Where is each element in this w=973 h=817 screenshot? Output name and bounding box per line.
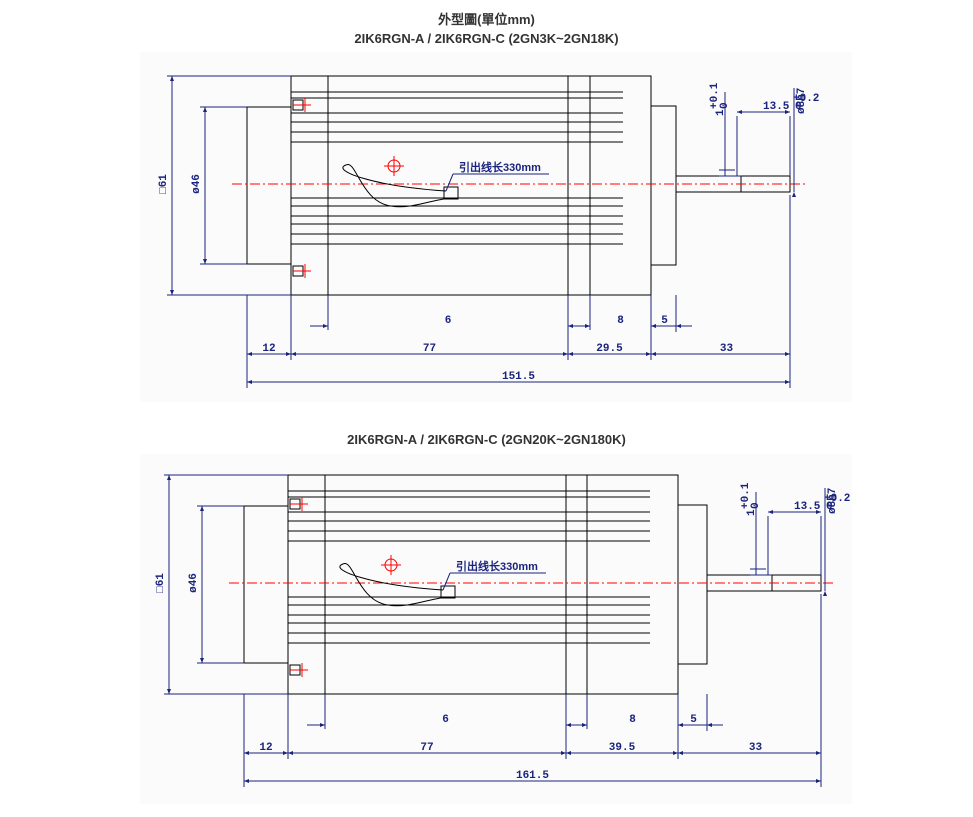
lead-wire-grommet xyxy=(440,585,456,599)
dim-6-label: 6 xyxy=(442,714,449,726)
dimension-arrow xyxy=(203,259,207,264)
dim-gearhead-arrow-left xyxy=(566,751,571,755)
dim-total-arrow-left xyxy=(247,380,252,384)
key-height-lower-tol: 0 xyxy=(750,502,762,509)
dimension-arrow xyxy=(676,324,681,328)
dim-12-arrow-left xyxy=(244,751,249,755)
motor-body xyxy=(290,75,569,296)
dimension-arrow xyxy=(585,324,590,328)
dim-6-label: 6 xyxy=(445,315,452,327)
dim-33-label: 33 xyxy=(749,742,763,754)
dim-8-label: 8 xyxy=(617,315,624,327)
dim-8-label: 8 xyxy=(629,714,636,726)
key-height-upper-tol: +0.1 xyxy=(709,82,721,109)
key-length-upper-tol: +0.2 xyxy=(793,93,819,105)
diameter-label: ø46 xyxy=(191,174,203,194)
dimension-arrow xyxy=(566,723,571,727)
dimension-arrow xyxy=(816,510,821,514)
dim-77-arrow-right xyxy=(563,352,568,356)
square-size-label: □61 xyxy=(155,573,167,593)
dimension-arrow xyxy=(170,290,174,295)
lead-wire xyxy=(339,563,451,607)
dim-5-label: 5 xyxy=(661,315,668,327)
drawing1-subtitle: 2IK6RGN-A / 2IK6RGN-C (2GN3K~2GN18K) xyxy=(354,31,619,46)
dimension-arrow xyxy=(323,324,328,328)
dimension-arrow xyxy=(823,591,827,596)
gear-head xyxy=(565,474,679,695)
lead-leader-line xyxy=(445,173,454,192)
lead-leader-line xyxy=(442,572,451,591)
diameter-label: ø46 xyxy=(188,573,200,593)
rear-cap xyxy=(246,106,292,265)
dim-33-arrow-left xyxy=(678,751,683,755)
dim-gearhead-label: 29.5 xyxy=(596,343,623,355)
dim-gearhead-arrow-left xyxy=(568,352,573,356)
dim-12-arrow-right xyxy=(283,751,288,755)
dim-total-arrow-right xyxy=(816,779,821,783)
dim-77-arrow-left xyxy=(291,352,296,356)
drawing1-background xyxy=(140,52,852,402)
dimension-arrow xyxy=(707,723,712,727)
motor-body xyxy=(287,474,567,695)
dim-total-arrow-left xyxy=(244,779,249,783)
key-length-label: 13.5 xyxy=(794,501,821,513)
page-title: 外型圖(單位mm) xyxy=(438,12,535,27)
dim-33-label: 33 xyxy=(720,343,734,355)
key-height-label: 1 xyxy=(746,509,758,516)
dim-5-label: 5 xyxy=(690,714,697,726)
key-length-upper-tol: +0.2 xyxy=(824,493,850,505)
dim-total-arrow-right xyxy=(785,380,790,384)
dimension-arrow xyxy=(568,324,573,328)
shaft-diameter-label: ø8h7 xyxy=(796,88,808,114)
shaft-diameter-label: ø8h7 xyxy=(827,488,839,514)
dim-77-arrow-right xyxy=(561,751,566,755)
dim-gearhead-label: 39.5 xyxy=(609,742,636,754)
lead-length-note: 引出线长330mm xyxy=(456,559,538,573)
lead-length-note: 引出线长330mm xyxy=(459,160,541,174)
dim-12-label: 12 xyxy=(259,742,272,754)
key-height-lower-tol: 0 xyxy=(719,102,731,109)
dimension-arrow xyxy=(167,689,171,694)
dimension-arrow xyxy=(768,510,773,514)
square-size-label: □61 xyxy=(158,174,170,194)
key-length-lower-tol: 0 xyxy=(826,501,833,513)
lead-wire-grommet xyxy=(443,186,459,200)
key-height-upper-tol: +0.1 xyxy=(740,482,752,509)
dim-12-arrow-left xyxy=(247,352,252,356)
key-length-lower-tol: 0 xyxy=(795,101,802,113)
dimension-arrow xyxy=(785,110,790,114)
dim-77-arrow-left xyxy=(288,751,293,755)
rear-cap xyxy=(243,505,289,664)
dim-77-label: 77 xyxy=(423,343,436,355)
mounting-flange xyxy=(650,105,677,266)
dimension-arrow xyxy=(203,107,207,112)
dim-33-arrow-right xyxy=(816,751,821,755)
dim-33-arrow-right xyxy=(785,352,790,356)
dim-12-label: 12 xyxy=(262,343,275,355)
dim-12-arrow-right xyxy=(286,352,291,356)
key-height-label: 1 xyxy=(715,109,727,116)
dimension-arrow xyxy=(737,110,742,114)
dim-total-label: 161.5 xyxy=(516,770,549,782)
dimension-arrow xyxy=(320,723,325,727)
dimension-arrow xyxy=(582,723,587,727)
dim-gearhead-arrow-right xyxy=(646,352,651,356)
dimension-arrow xyxy=(792,192,796,197)
dimension-arrow xyxy=(167,475,171,480)
dimension-arrow xyxy=(170,76,174,81)
dimension-arrow xyxy=(200,658,204,663)
lead-wire xyxy=(342,164,454,208)
drawing2-subtitle: 2IK6RGN-A / 2IK6RGN-C (2GN20K~2GN180K) xyxy=(347,432,626,447)
dimension-arrow xyxy=(200,506,204,511)
key-length-label: 13.5 xyxy=(763,101,790,113)
dim-gearhead-arrow-right xyxy=(673,751,678,755)
dim-77-label: 77 xyxy=(420,742,433,754)
mounting-flange xyxy=(677,504,708,665)
dim-33-arrow-left xyxy=(651,352,656,356)
gear-head xyxy=(567,75,652,296)
dim-total-label: 151.5 xyxy=(502,371,535,383)
